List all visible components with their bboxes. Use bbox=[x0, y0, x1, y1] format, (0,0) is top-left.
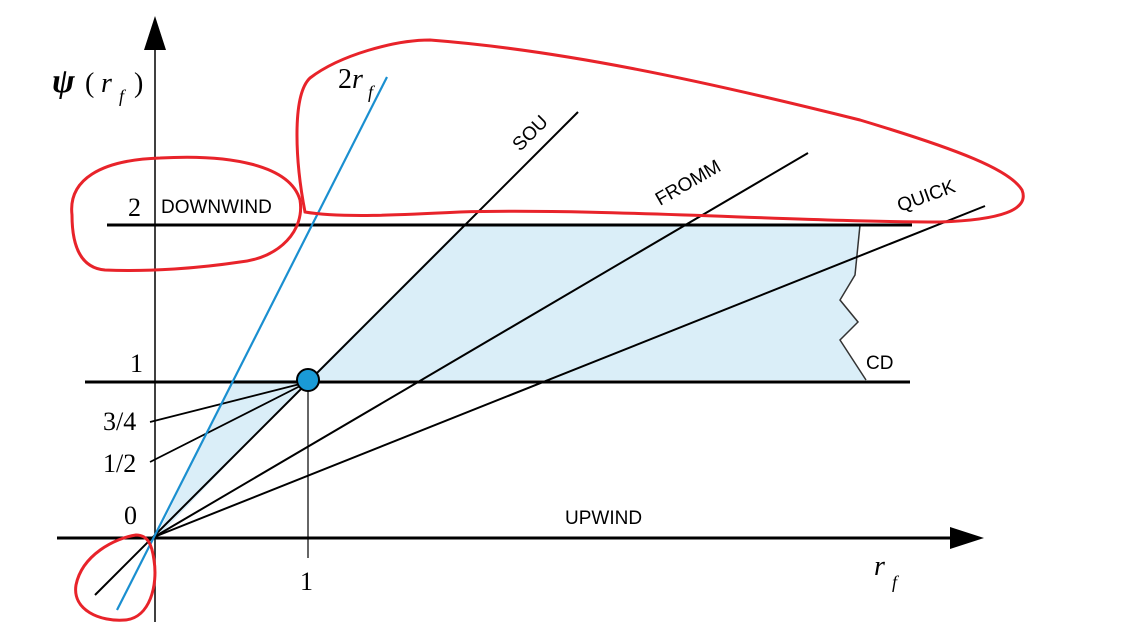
y-tick-3-4: 3/4 bbox=[103, 407, 136, 436]
y-axis-label-open: ( bbox=[85, 68, 94, 99]
y-axis-label: ψ bbox=[52, 63, 75, 100]
y-tick-1: 1 bbox=[130, 349, 143, 378]
quick-label: QUICK bbox=[895, 176, 959, 216]
point-one-one bbox=[296, 368, 320, 392]
y-axis-arrow-icon bbox=[144, 16, 166, 50]
cd-label: CD bbox=[866, 353, 893, 374]
red-circle-origin bbox=[74, 533, 157, 622]
y-axis-label-var: r bbox=[101, 68, 112, 99]
two-rf-line bbox=[116, 76, 388, 611]
sou-label: SOU bbox=[509, 112, 553, 156]
quick-line bbox=[148, 205, 986, 540]
y-axis-label-sub: f bbox=[119, 86, 127, 106]
two-rf-var: r bbox=[352, 64, 363, 95]
two-rf-coef: 2 bbox=[338, 64, 352, 95]
fromm-label: FROMM bbox=[652, 156, 725, 210]
x-axis-arrow-icon bbox=[950, 527, 984, 549]
cd-edge-line bbox=[839, 224, 867, 381]
y-tick-1-2: 1/2 bbox=[103, 449, 136, 478]
red-circle-top bbox=[295, 38, 1025, 224]
y-tick-0: 0 bbox=[124, 501, 137, 530]
upwind-label: UPWIND bbox=[565, 508, 642, 529]
y-tick-2: 2 bbox=[128, 193, 141, 222]
tvd-region bbox=[308, 225, 866, 380]
x-axis-label-var: r bbox=[874, 551, 885, 582]
y-axis-label-close: ) bbox=[134, 68, 143, 99]
x-tick-1: 1 bbox=[300, 567, 313, 596]
downwind-label: DOWNWIND bbox=[161, 197, 272, 218]
one-half-line bbox=[149, 381, 309, 463]
x-axis-label-sub: f bbox=[892, 572, 900, 592]
sou-line bbox=[94, 111, 579, 596]
red-circle-downwind bbox=[70, 155, 303, 273]
two-rf-sub: f bbox=[368, 82, 376, 102]
three-quarter-line bbox=[149, 381, 309, 423]
fromm-line bbox=[148, 152, 809, 541]
